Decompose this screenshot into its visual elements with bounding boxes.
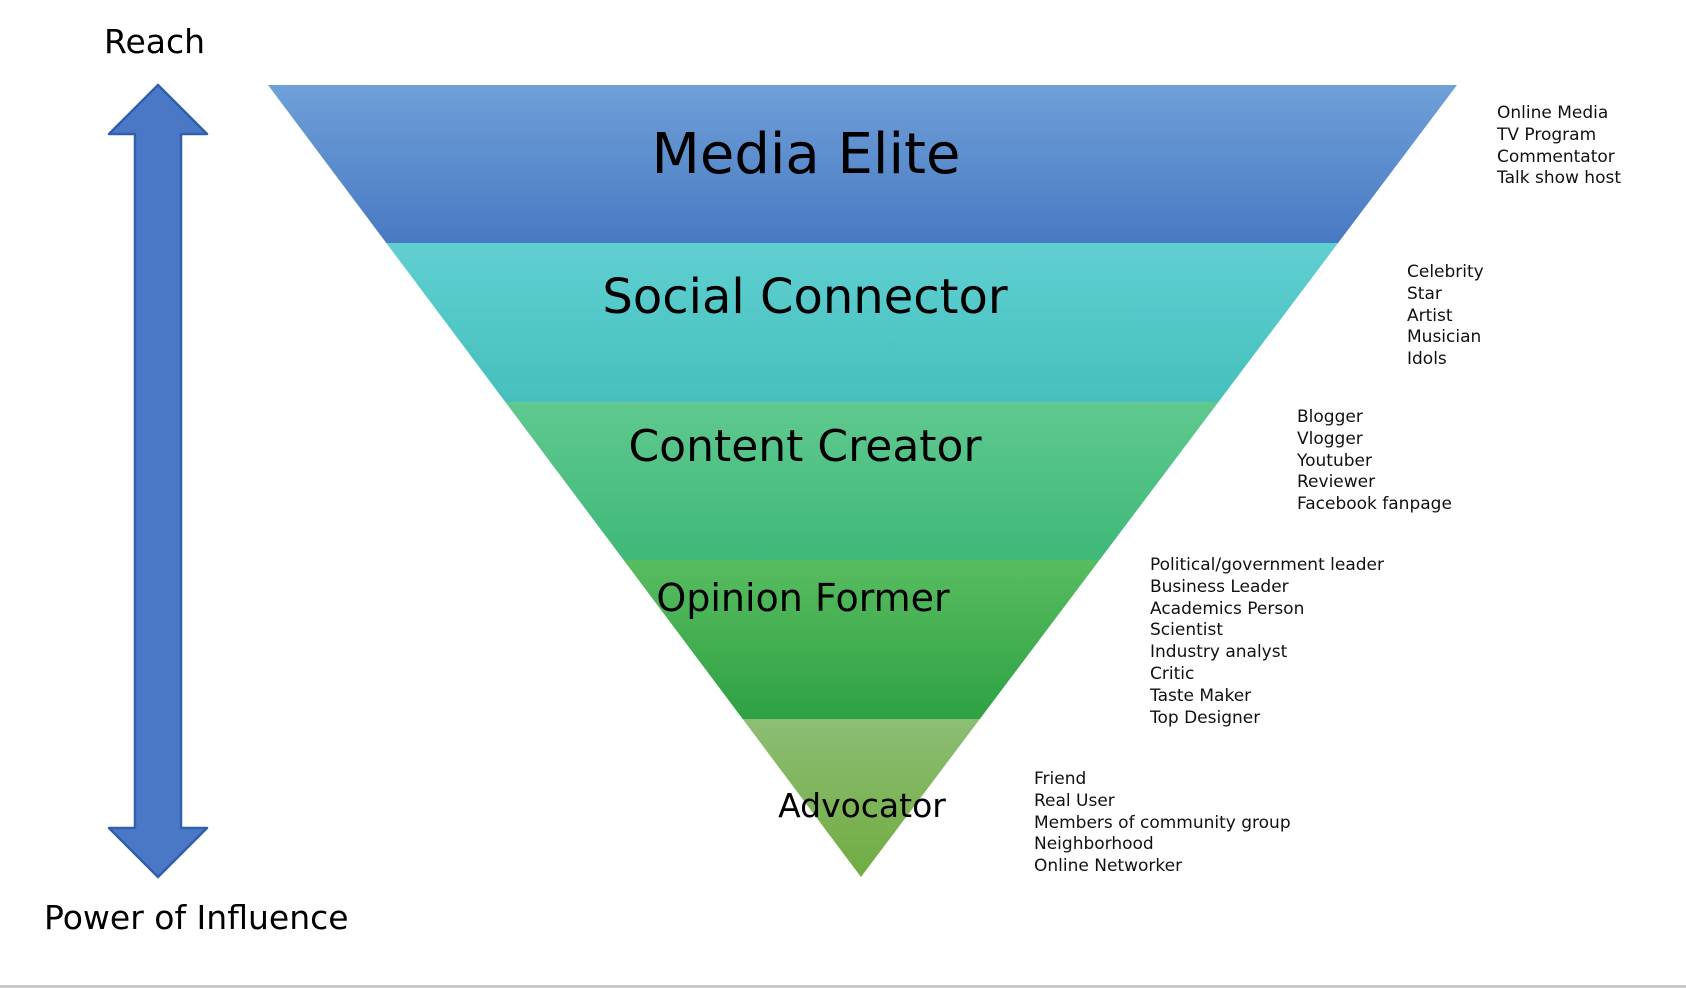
- tier-label-content-creator: Content Creator: [628, 421, 982, 472]
- tier-label-opinion-former: Opinion Former: [656, 576, 950, 620]
- power-of-influence-label: Power of Influence: [44, 898, 349, 937]
- examples-social-connector: Celebrity Star Artist Musician Idols: [1407, 262, 1484, 370]
- tier-label-social-connector: Social Connector: [602, 269, 1008, 325]
- examples-content-creator: Blogger Vlogger Youtuber Reviewer Facebo…: [1297, 407, 1452, 515]
- reach-influence-arrow-icon: [107, 83, 209, 879]
- arrow-shape: [107, 83, 209, 879]
- tier-label-advocator: Advocator: [778, 786, 946, 825]
- examples-advocator: Friend Real User Members of community gr…: [1034, 769, 1291, 877]
- reach-label: Reach: [104, 22, 206, 61]
- examples-media-elite: Online Media TV Program Commentator Talk…: [1497, 103, 1621, 189]
- tier-band-media-elite: [268, 85, 1457, 244]
- examples-opinion-former: Political/government leader Business Lea…: [1150, 555, 1384, 728]
- window-bottom-border: [0, 985, 1686, 988]
- inverted-pyramid: [268, 85, 1457, 877]
- tier-label-media-elite: Media Elite: [651, 122, 961, 187]
